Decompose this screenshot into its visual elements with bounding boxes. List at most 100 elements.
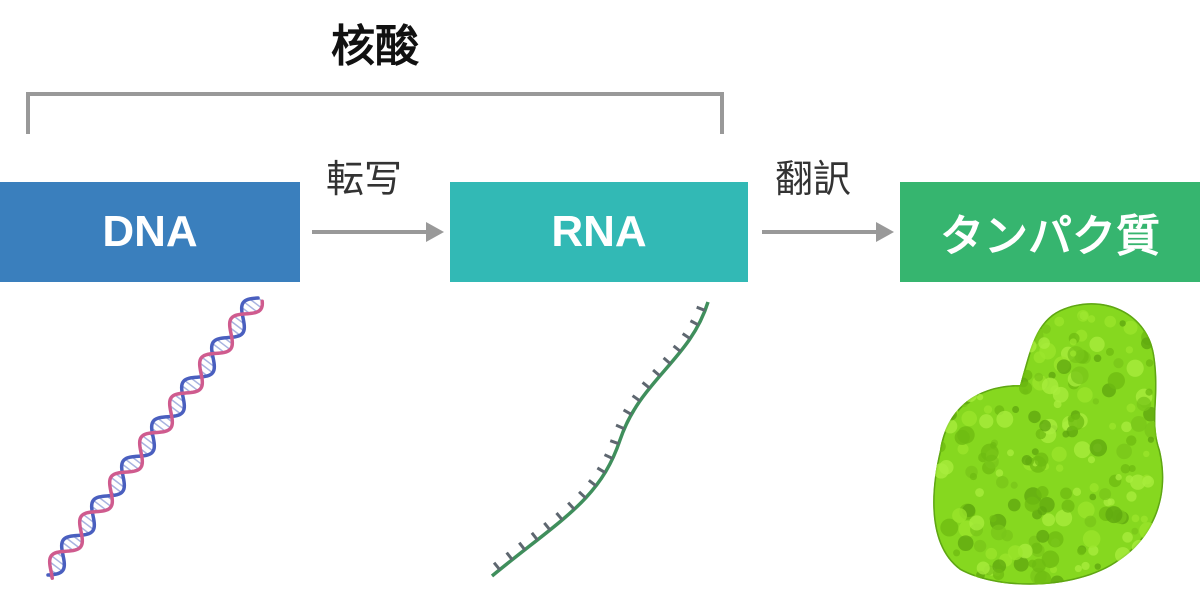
rna-base [662, 356, 672, 365]
surface-bump [1099, 488, 1112, 501]
surface-bump [1039, 313, 1048, 322]
surface-bump [1010, 481, 1018, 489]
surface-bump [992, 568, 1005, 581]
surface-bump [953, 349, 962, 358]
rna-base [672, 344, 682, 353]
surface-bump [1110, 573, 1126, 585]
surface-bump [1121, 421, 1132, 433]
surface-bump [940, 402, 949, 411]
surface-bump [1145, 576, 1155, 585]
surface-bump [1056, 359, 1072, 374]
rna-base [555, 512, 564, 521]
base-pair-rung [157, 417, 172, 429]
surface-bump [943, 419, 958, 434]
surface-bump [1023, 339, 1037, 353]
rna-base [505, 551, 514, 561]
surface-bump [960, 393, 972, 405]
dna-label: DNA [102, 207, 198, 256]
surface-bump [1041, 377, 1059, 395]
surface-bump [976, 561, 990, 575]
surface-bump [1042, 513, 1056, 527]
surface-bump [1136, 396, 1152, 412]
surface-bump [1005, 336, 1021, 351]
surface-bump [1031, 558, 1046, 573]
surface-bump [1139, 522, 1157, 540]
surface-bump [953, 549, 961, 557]
dna-double-helix-illustration [46, 296, 265, 580]
surface-bump [940, 518, 959, 537]
surface-bump [1089, 482, 1099, 493]
surface-bump [1126, 359, 1144, 377]
surface-bump [1126, 435, 1137, 446]
surface-bump [960, 356, 977, 372]
surface-bump [983, 405, 993, 414]
surface-bump [1087, 315, 1096, 323]
surface-bump [1023, 311, 1037, 325]
surface-bump [1021, 455, 1033, 466]
surface-bump [1054, 316, 1065, 327]
surface-bump [1094, 563, 1101, 570]
surface-bump [1061, 499, 1075, 513]
surface-bump [1012, 406, 1020, 413]
surface-bump [1034, 570, 1052, 585]
surface-bump [952, 340, 961, 349]
surface-bump [1125, 346, 1134, 354]
surface-bump [1104, 315, 1117, 328]
base-pair-rung [201, 356, 215, 368]
base-pair-rung [110, 476, 125, 488]
surface-bump [1038, 337, 1050, 349]
surface-bump [990, 524, 1007, 541]
surface-bump [1122, 532, 1133, 543]
base-pair-rung [184, 379, 199, 392]
surface-bump [1143, 450, 1150, 458]
surface-bump [957, 443, 969, 455]
surface-bump [979, 414, 994, 429]
rna-base [681, 332, 691, 340]
transcription-arrow [312, 222, 444, 242]
rna-label: RNA [551, 207, 647, 256]
surface-bump [1089, 493, 1097, 501]
rna-base [689, 319, 700, 327]
surface-bump [996, 475, 1009, 489]
surface-bump [1140, 515, 1148, 523]
surface-bump [1123, 320, 1138, 335]
surface-bump [1141, 337, 1153, 350]
surface-bump [1130, 416, 1147, 432]
base-pair-rung [109, 483, 122, 494]
surface-bump [961, 310, 977, 326]
surface-bump [1070, 366, 1089, 385]
surface-bump [1015, 333, 1028, 346]
base-pair-rung [170, 398, 185, 410]
surface-bump [976, 393, 984, 401]
protein-label: タンパク質 [940, 212, 1160, 261]
base-pair-rung [212, 342, 225, 354]
base-pair-rung [243, 301, 258, 313]
surface-bump [1081, 561, 1090, 571]
rna-base [567, 501, 576, 511]
surface-bump [1041, 324, 1051, 334]
surface-bump [951, 355, 959, 363]
surface-bump [1048, 371, 1056, 379]
surface-bump [985, 547, 998, 560]
rna-base [578, 490, 587, 500]
rna-base [492, 561, 501, 571]
surface-bump [938, 401, 952, 415]
base-pair-rung [50, 555, 65, 567]
surface-bump [1130, 474, 1146, 490]
nucleic-acid-bracket [26, 92, 724, 134]
surface-bump [1073, 441, 1091, 459]
rna-base [518, 541, 526, 551]
surface-bump [1082, 530, 1101, 548]
surface-bump [934, 572, 948, 585]
surface-bump [1145, 388, 1153, 396]
surface-bump [1142, 475, 1155, 488]
protein-box: タンパク質 [900, 182, 1200, 282]
surface-bump [1036, 529, 1050, 543]
surface-bump [937, 391, 951, 406]
surface-bump [1105, 347, 1114, 356]
surface-bump [992, 319, 1008, 336]
rna-box: RNA [450, 182, 748, 282]
surface-bump [1146, 312, 1155, 320]
protein-structure-illustration [933, 303, 1164, 585]
